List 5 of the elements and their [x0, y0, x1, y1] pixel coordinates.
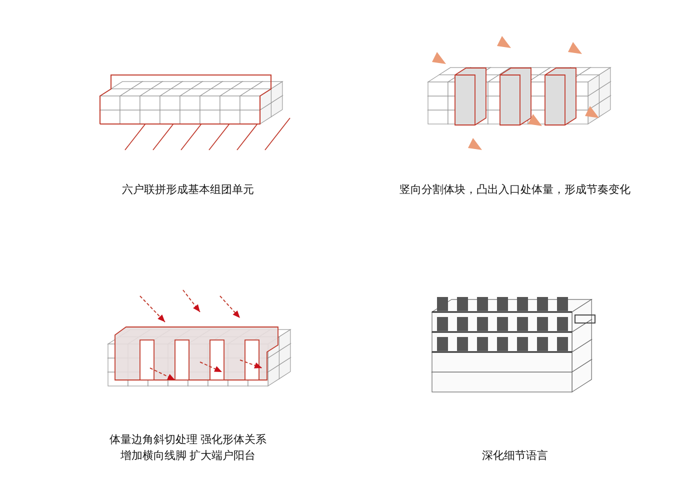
caption: 深化细节语言: [482, 448, 548, 463]
caption: 竖向分割体块，凸出入口处体量，形成节奏变化: [400, 182, 630, 197]
caption: 体量边角斜切处理 强化形体关系: [109, 432, 267, 447]
caption: 六户联拼形成基本组团单元: [122, 182, 254, 197]
caption: 增加横向线脚 扩大端户阳台: [120, 448, 256, 463]
